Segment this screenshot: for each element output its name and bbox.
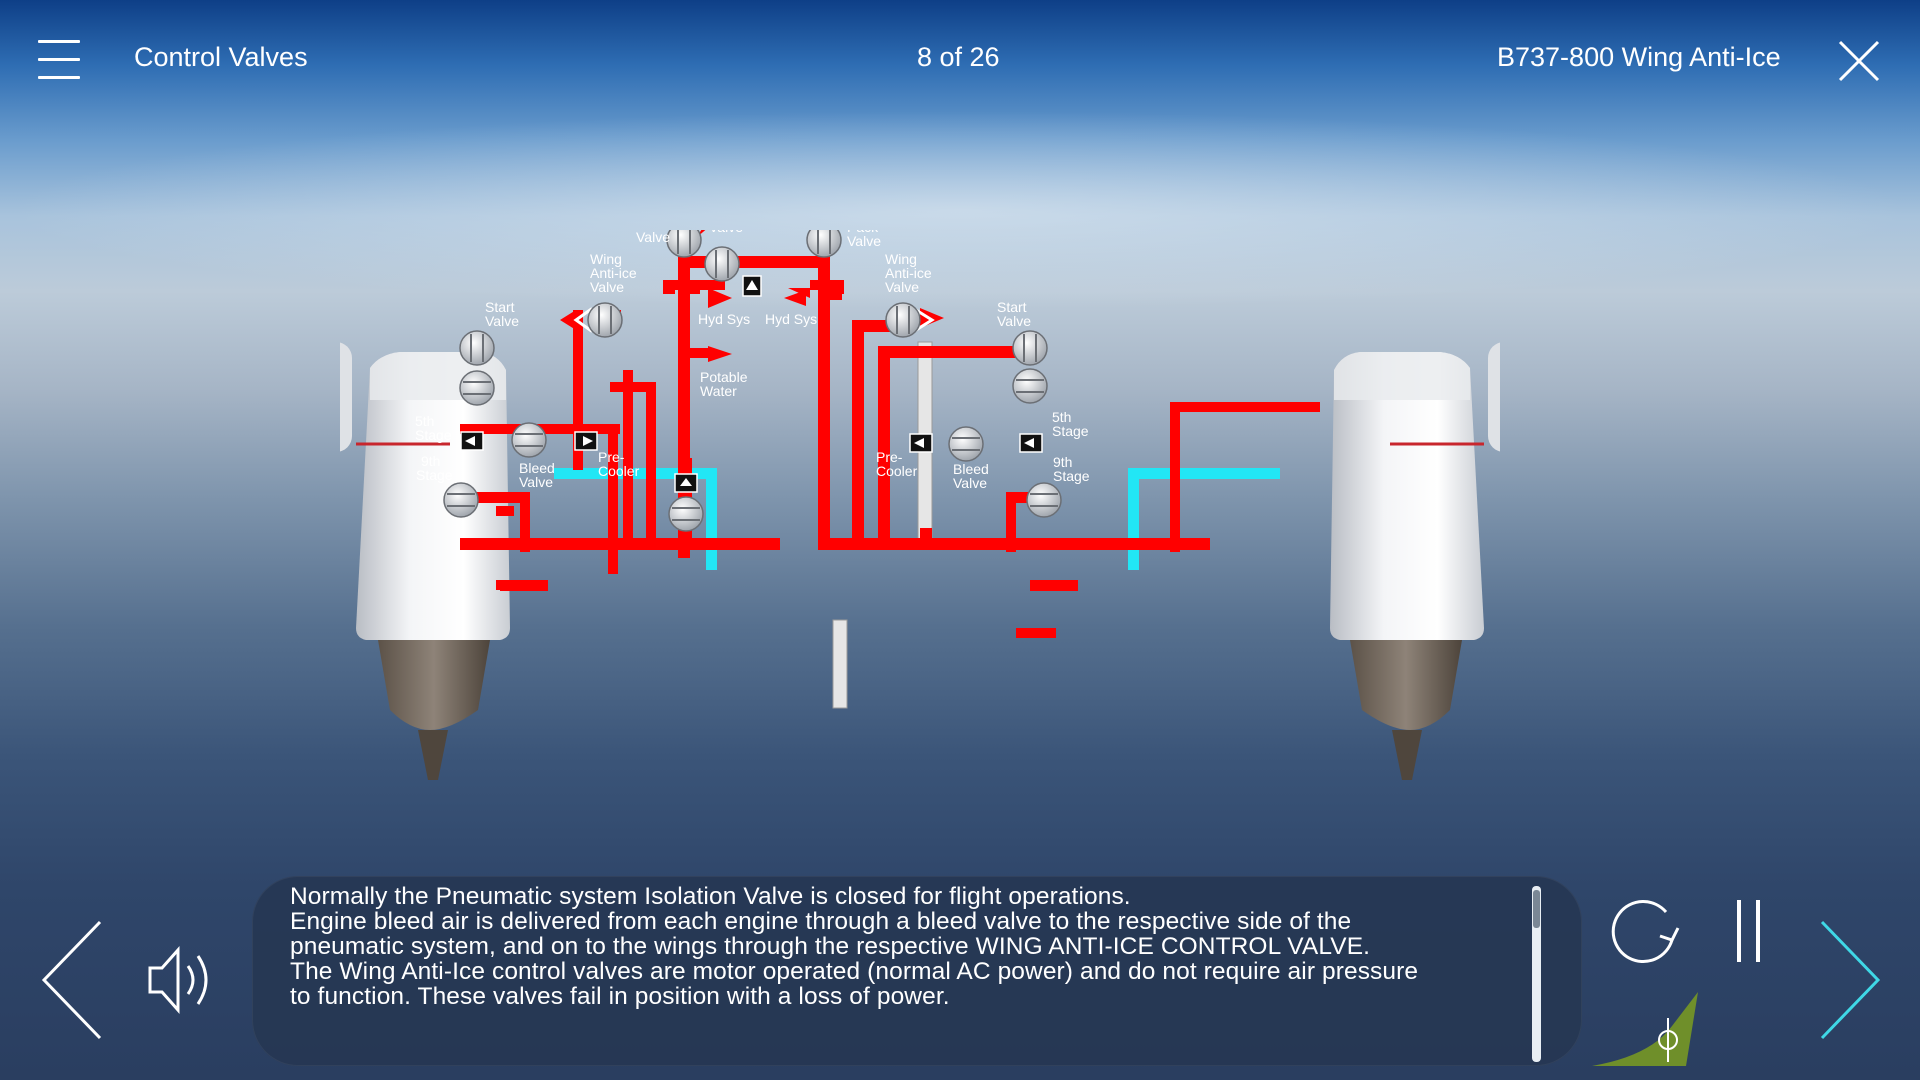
narration-scrollbar[interactable]: [1532, 886, 1541, 1062]
label-precooler-right: Pre-Cooler: [876, 449, 918, 479]
speaker-icon: [148, 946, 208, 1014]
label-pack-valve-right: PackValve: [847, 230, 881, 249]
chevron-right-icon: [1820, 920, 1881, 1040]
close-x-icon: [1838, 40, 1880, 82]
left-engine: [340, 342, 510, 780]
label-hyd-sys-left: Hyd Sys: [698, 311, 750, 327]
label-precooler-left: Pre-Cooler: [598, 449, 640, 479]
close-button[interactable]: [1836, 38, 1882, 84]
label-hyd-sys-right: Hyd Sys: [765, 311, 817, 327]
page-counter: 8 of 26: [917, 42, 1000, 72]
right-bleed-ducts: [810, 230, 1320, 638]
narration-scroll-thumb[interactable]: [1533, 890, 1540, 928]
chevron-left-icon: [41, 920, 102, 1040]
valves: [443, 230, 1062, 532]
narration-line: pneumatic system, and on to the wings th…: [290, 933, 1371, 960]
narration-line: to function. These valves fail in positi…: [290, 983, 950, 1010]
menu-button[interactable]: [38, 38, 82, 82]
label-pack-valve-left: PackValve: [634, 230, 670, 245]
next-button[interactable]: [1818, 918, 1884, 1042]
audio-button[interactable]: [148, 944, 226, 1016]
course-title: B737-800 Wing Anti-Ice: [1497, 42, 1781, 72]
hamburger-menu-bar: [38, 58, 80, 61]
hamburger-menu-bar: [38, 76, 80, 79]
right-engine: [1330, 342, 1500, 780]
replay-icon: [1611, 900, 1680, 963]
narration-line: Normally the Pneumatic system Isolation …: [290, 883, 1131, 910]
hamburger-menu-icon: [38, 40, 80, 43]
replay-button[interactable]: [1608, 896, 1684, 968]
pause-icon: [1737, 900, 1760, 962]
narration-line: The Wing Anti-Ice control valves are mot…: [290, 958, 1419, 985]
tail-logo-icon: [1590, 990, 1702, 1068]
narration-panel[interactable]: Normally the Pneumatic system Isolation …: [252, 876, 1582, 1066]
left-bleed-ducts: [460, 230, 820, 591]
pause-button[interactable]: [1734, 898, 1764, 964]
narration-line: Engine bleed air is delivered from each …: [290, 908, 1352, 935]
section-title: Control Valves: [134, 42, 308, 72]
previous-button[interactable]: [40, 918, 106, 1042]
